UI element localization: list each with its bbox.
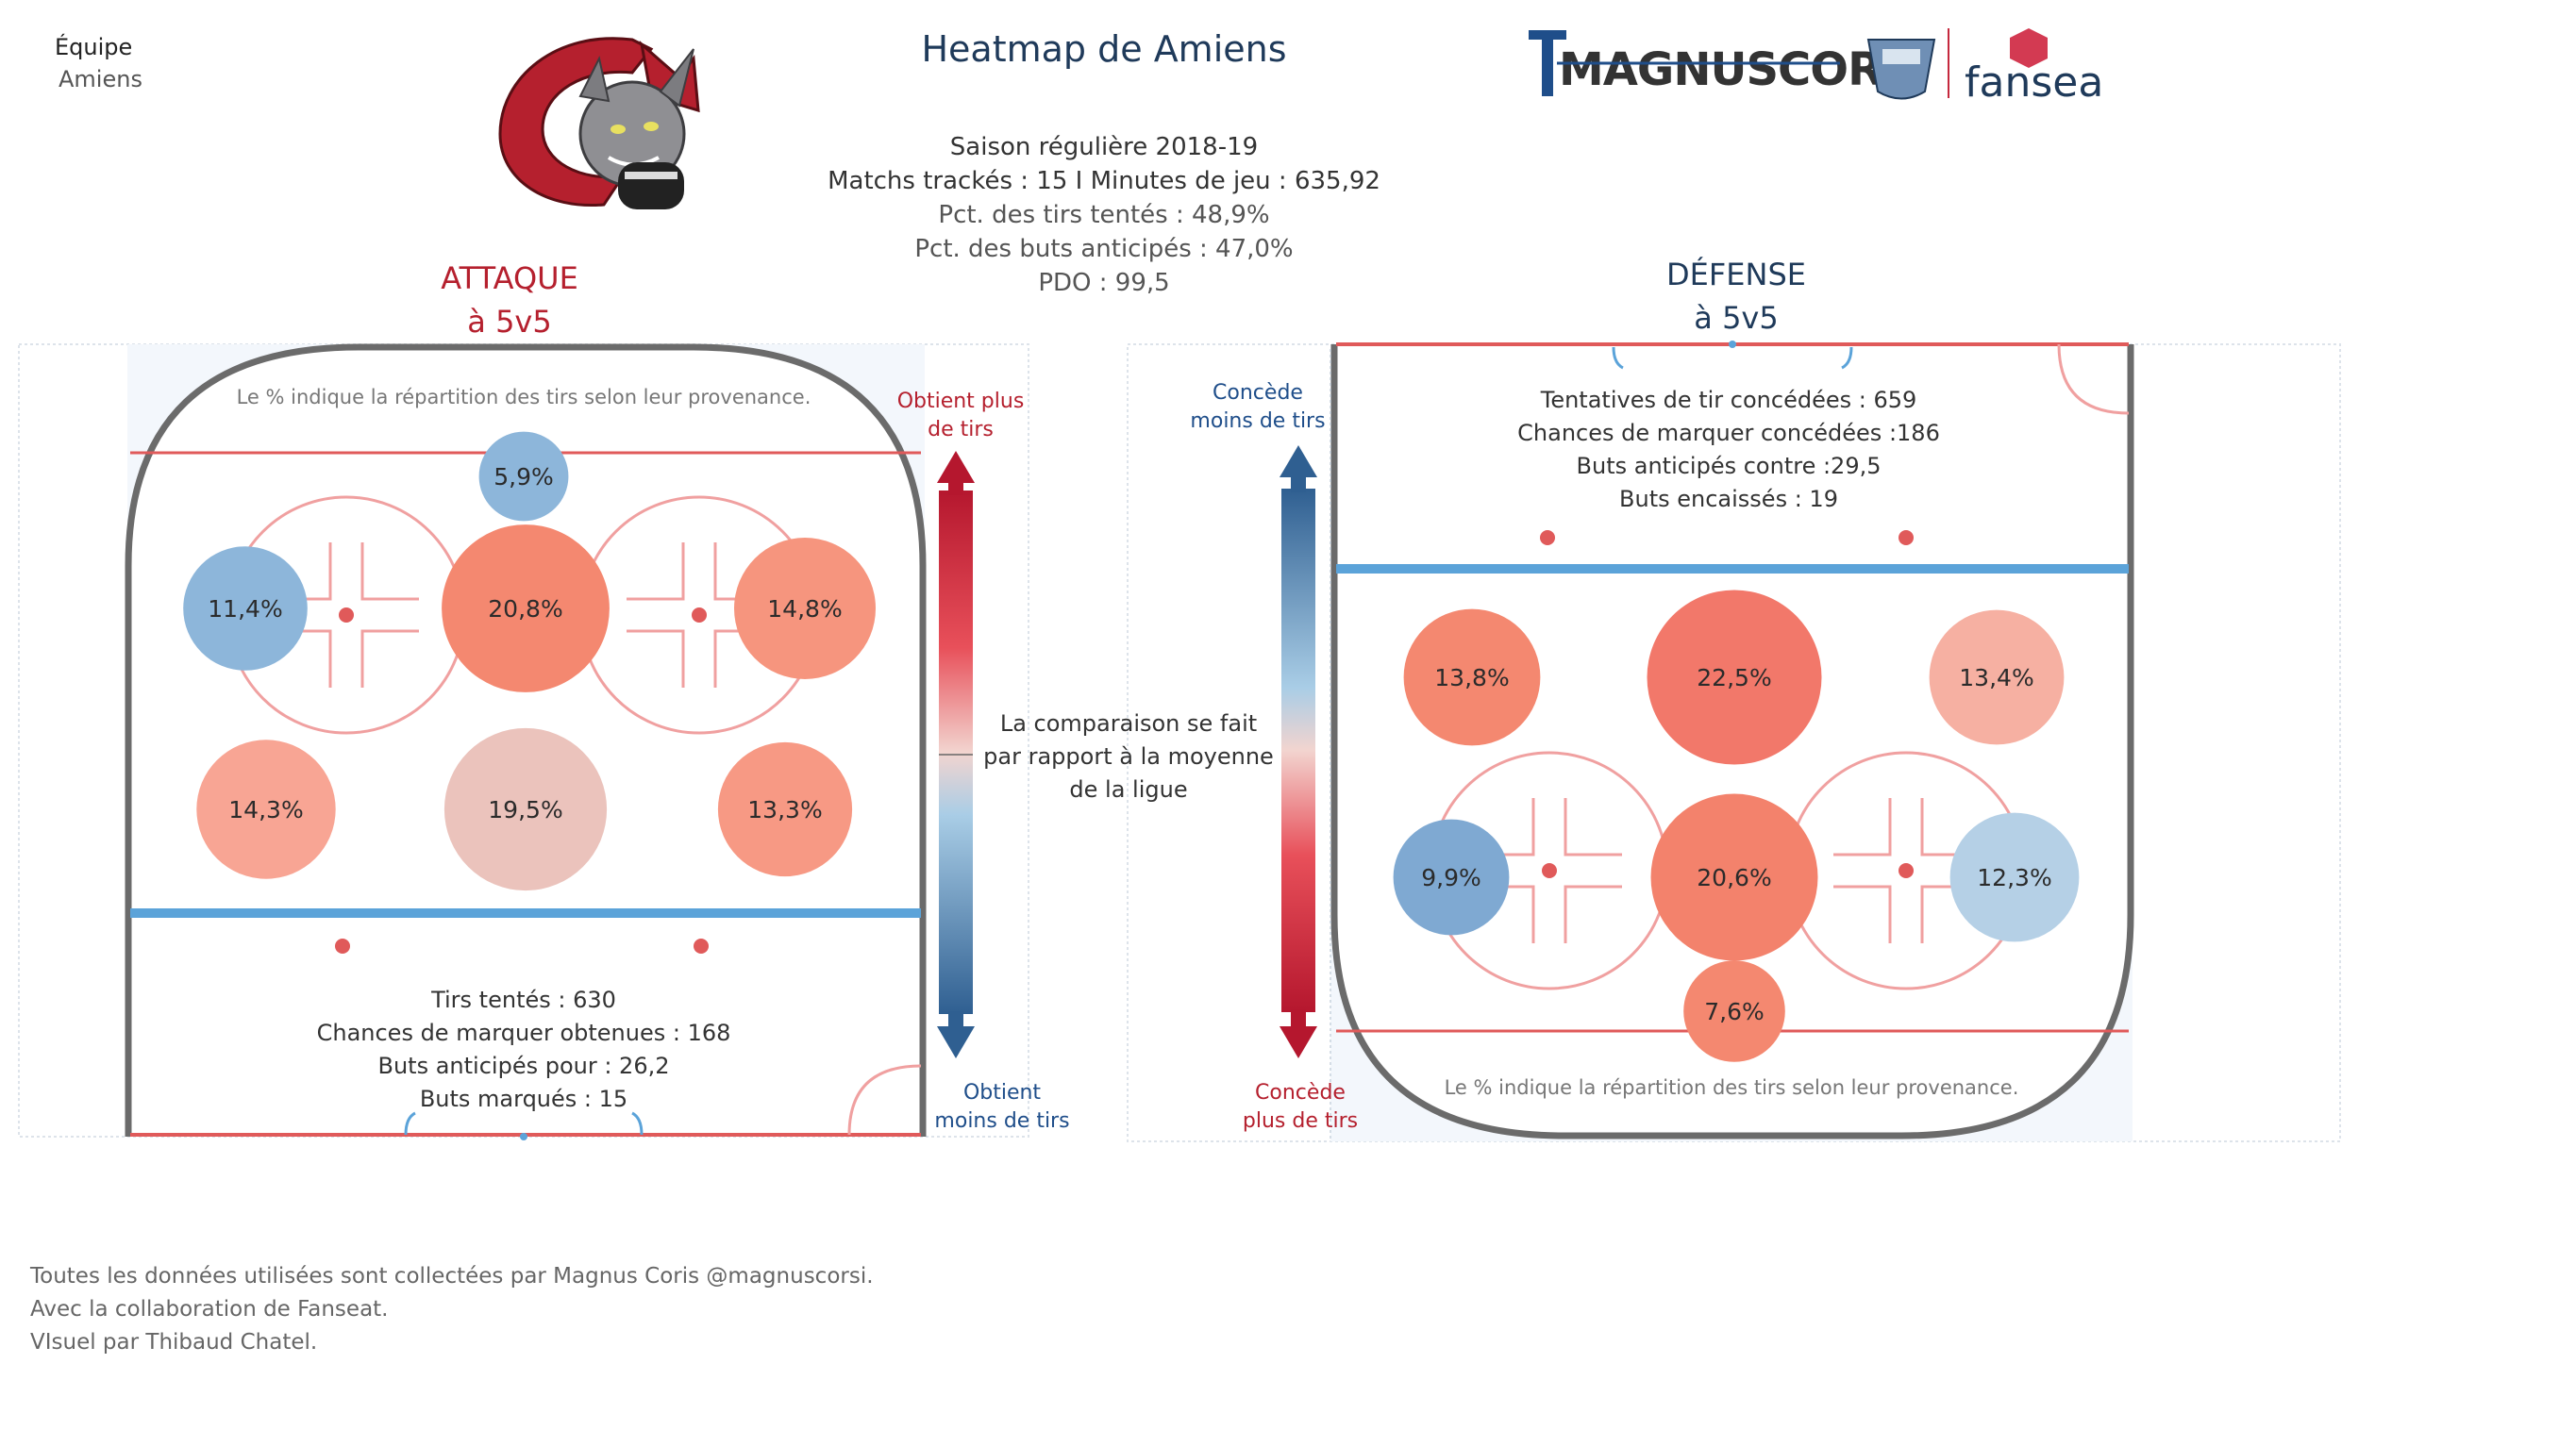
- zone-label-right-high: 13,4%: [1959, 664, 2033, 691]
- attack-legend-top: Obtient plus de tirs: [897, 390, 1025, 441]
- defense-note: Le % indique la répartition des tirs sel…: [1445, 1076, 2019, 1099]
- defense-summary: Tentatives de tir concédées : 659 Chance…: [1517, 387, 1940, 512]
- legend-label: Concède: [1213, 381, 1303, 405]
- credits-footer: Toutes les données utilisées sont collec…: [30, 1260, 874, 1359]
- comparison-line: de la ligue: [1069, 776, 1187, 803]
- zone-bubble-right-circle[interactable]: [1949, 812, 2080, 942]
- zone-bubble-left-low[interactable]: [196, 740, 336, 879]
- attack-summary: Tirs tentés : 630 Chances de marquer obt…: [317, 987, 731, 1112]
- zone-bubble-right-low[interactable]: [717, 741, 853, 877]
- arrow-down-icon: [937, 1026, 975, 1058]
- summary-line: Chances de marquer concédées :186: [1517, 420, 1940, 446]
- zone-label-left-circle: 11,4%: [208, 595, 282, 623]
- zone-bubble-high-slot[interactable]: [1647, 590, 1822, 765]
- credit-line: Avec la collaboration de Fanseat.: [30, 1297, 389, 1322]
- zone-bubble-high-slot[interactable]: [443, 727, 608, 891]
- summary-line: Tentatives de tir concédées : 659: [1540, 387, 1917, 413]
- stats-line: Matchs trackés : 15 I Minutes de jeu : 6…: [828, 167, 1380, 195]
- fanseat-text: fanseat: [1965, 58, 2104, 106]
- legend-label: moins de tirs: [934, 1109, 1069, 1133]
- stats-line: Pct. des tirs tentés : 48,9%: [938, 201, 1270, 229]
- legend-label: Obtient plus: [897, 390, 1025, 413]
- stats-line: Pct. des buts anticipés : 47,0%: [914, 235, 1294, 263]
- magnuscorsi-text: MAGNUSCORSI: [1559, 43, 1929, 96]
- attack-title-line1: ATTAQUE: [441, 260, 578, 296]
- team-filter-label: Équipe: [55, 34, 133, 60]
- ligue-magnus-trophy-icon: [1866, 39, 1936, 100]
- arrow-down-icon: [1280, 1026, 1317, 1058]
- defense-title-line2: à 5v5: [1694, 300, 1779, 336]
- zone-bubble-left-circle[interactable]: [183, 546, 308, 671]
- season-stats: Saison régulière 2018-19 Matchs trackés …: [774, 130, 1434, 300]
- page-title: Heatmap de Amiens: [921, 28, 1287, 70]
- attack-bubbles: 5,9% 11,4% 20,8% 14,8% 14,3% 19,5% 13,3%: [183, 431, 876, 891]
- summary-line: Chances de marquer obtenues : 168: [317, 1020, 731, 1046]
- credit-line: Toutes les données utilisées sont collec…: [30, 1264, 874, 1289]
- defense-title: DÉFENSE à 5v5: [1595, 253, 1878, 340]
- summary-line: Tirs tentés : 630: [430, 987, 616, 1013]
- zone-bubble-point[interactable]: [478, 431, 569, 522]
- summary-line: Buts marqués : 15: [420, 1086, 627, 1112]
- zone-label-high-slot: 22,5%: [1697, 664, 1771, 691]
- gothiques-amiens-logo-icon: [498, 37, 700, 209]
- attack-title: ATTAQUE à 5v5: [368, 257, 651, 343]
- summary-line: Buts anticipés contre :29,5: [1577, 453, 1882, 479]
- summary-line: Buts anticipés pour : 26,2: [378, 1053, 670, 1079]
- defense-title-line1: DÉFENSE: [1666, 257, 1806, 292]
- zone-bubble-crease[interactable]: [1683, 960, 1785, 1062]
- legend-label: moins de tirs: [1190, 409, 1325, 433]
- defense-color-legend: [1280, 349, 1331, 1141]
- magnuscorsi-logo: MAGNUSCORSI: [1529, 30, 1930, 96]
- comparison-note: La comparaison se fait par rapport à la …: [983, 710, 1274, 803]
- legend-label: Obtient: [963, 1081, 1041, 1105]
- defense-legend-bottom: Concède plus de tirs: [1243, 1081, 1358, 1133]
- attack-title-line2: à 5v5: [467, 304, 552, 340]
- credit-line: VIsuel par Thibaud Chatel.: [30, 1330, 318, 1355]
- comparison-line: par rapport à la moyenne: [983, 743, 1274, 770]
- legend-label: plus de tirs: [1243, 1109, 1358, 1133]
- zone-bubble-right-high[interactable]: [1929, 609, 2065, 745]
- legend-label: Concède: [1255, 1081, 1346, 1105]
- zone-bubble-slot[interactable]: [442, 524, 610, 692]
- zone-label-high-slot: 19,5%: [488, 796, 562, 823]
- team-filter-value[interactable]: Amiens: [59, 66, 142, 92]
- zone-bubble-right-circle[interactable]: [734, 538, 876, 679]
- zone-label-slot: 20,6%: [1697, 864, 1771, 891]
- comparison-line: La comparaison se fait: [1000, 710, 1257, 737]
- summary-line: Buts encaissés : 19: [1619, 486, 1838, 512]
- zone-label-right-circle: 14,8%: [767, 595, 842, 623]
- zone-label-left-low: 14,3%: [228, 796, 303, 823]
- zone-bubble-slot[interactable]: [1650, 793, 1818, 961]
- zone-bubble-left-high[interactable]: [1403, 608, 1541, 746]
- defense-legend-top: Concède moins de tirs: [1190, 381, 1325, 433]
- zone-label-right-low: 13,3%: [747, 796, 822, 823]
- fanseat-logo: fanseat: [1965, 28, 2104, 106]
- zone-label-left-high: 13,8%: [1434, 664, 1509, 691]
- defense-bubbles: 13,8% 22,5% 13,4% 9,9% 20,6% 12,3% 7,6%: [1393, 590, 2080, 1062]
- zone-label-crease: 7,6%: [1704, 998, 1765, 1025]
- partner-logos: MAGNUSCORSI fanseat: [1529, 28, 2104, 106]
- attack-legend-bottom: Obtient moins de tirs: [934, 1081, 1069, 1133]
- arrow-up-icon: [937, 451, 975, 483]
- zone-label-slot: 20,8%: [488, 595, 562, 623]
- arrow-up-icon: [1280, 445, 1317, 477]
- attack-color-legend: [937, 451, 975, 1058]
- stats-line: Saison régulière 2018-19: [949, 133, 1259, 161]
- attack-note: Le % indique la répartition des tirs sel…: [237, 386, 811, 408]
- zone-bubble-left-circle[interactable]: [1393, 819, 1510, 936]
- zone-label-left-circle: 9,9%: [1421, 864, 1481, 891]
- zone-label-right-circle: 12,3%: [1977, 864, 2051, 891]
- stats-line: PDO : 99,5: [1038, 269, 1170, 297]
- legend-label: de tirs: [928, 418, 994, 441]
- zone-label-point: 5,9%: [493, 463, 554, 491]
